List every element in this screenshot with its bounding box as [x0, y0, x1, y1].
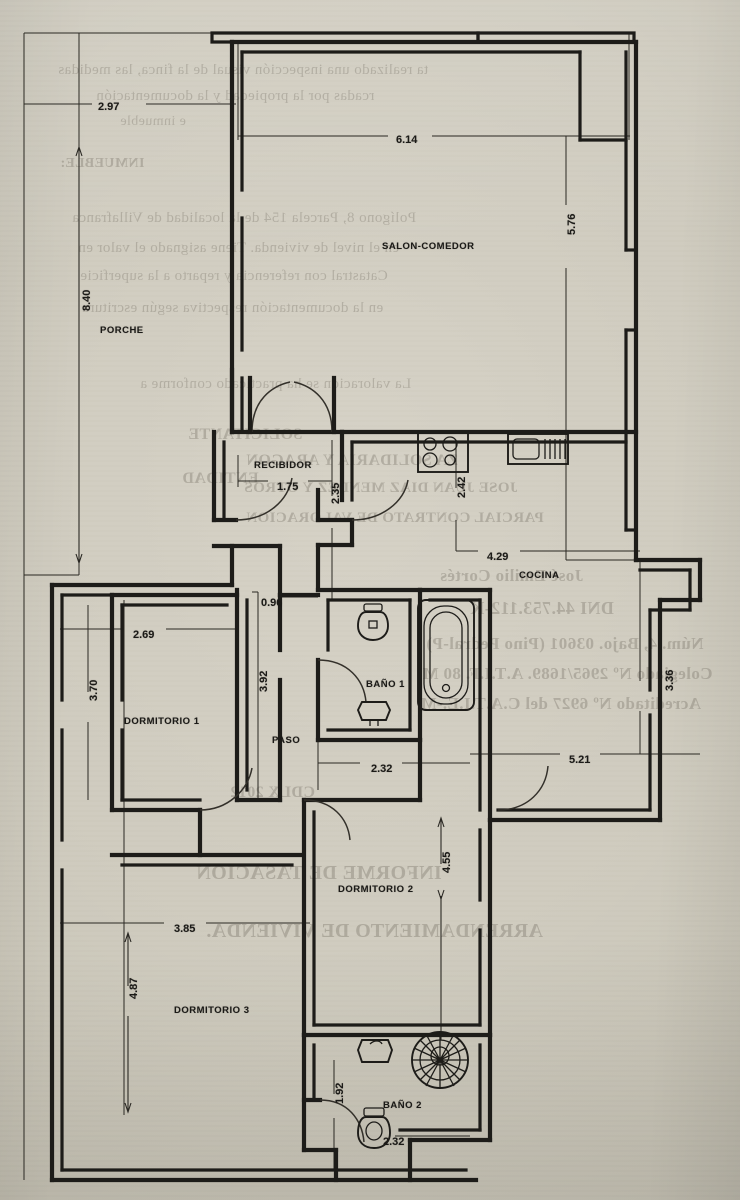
door-swings [199, 375, 549, 1143]
kitchen-sink-fixture [507, 433, 569, 465]
shower-tray-fixture [411, 1031, 469, 1089]
bathroom-1-fixtures [356, 599, 475, 726]
bathroom-2-fixtures [356, 1031, 469, 1149]
toilet-fixture [357, 1107, 391, 1149]
washbasin-fixture [356, 701, 392, 726]
interior-walls [109, 367, 639, 1183]
bathtub-fixture [417, 599, 475, 711]
stove-cooktop-fixture [417, 431, 469, 473]
toilet-fixture [357, 603, 389, 641]
kitchen-fixtures [417, 431, 569, 473]
exterior-walls [49, 31, 703, 1183]
washbasin-fixture [356, 1039, 394, 1063]
